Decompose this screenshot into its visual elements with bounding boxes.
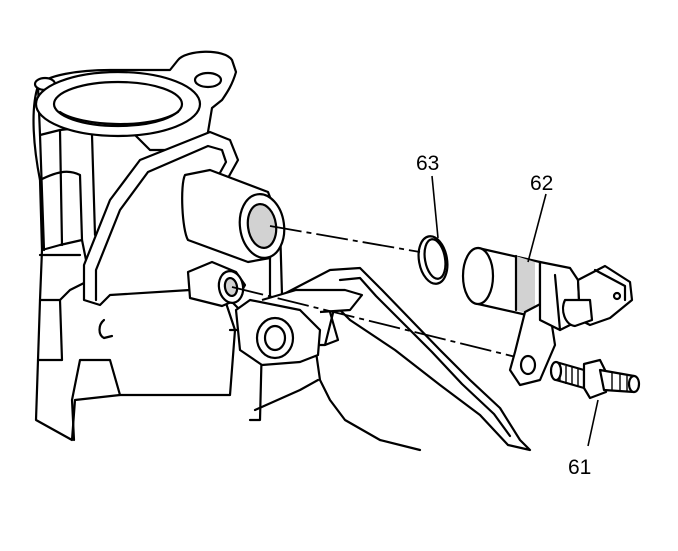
sensor-bolt [549,358,641,400]
callout-62-label: 62 [530,172,553,195]
callout-leaders [431,175,599,447]
speed-sensor [461,246,634,387]
exploded-view-leader-lines [231,225,521,359]
leader-62 [527,193,547,263]
callout-63-label: 63 [416,152,439,175]
o-ring [417,235,449,285]
callout-61-label: 61 [568,456,591,479]
sensor-bore-boss [181,168,286,264]
transmission-housing [32,50,532,452]
bracket-mount-boss [186,260,364,367]
leader-63 [431,175,439,239]
leader-61 [587,399,599,447]
